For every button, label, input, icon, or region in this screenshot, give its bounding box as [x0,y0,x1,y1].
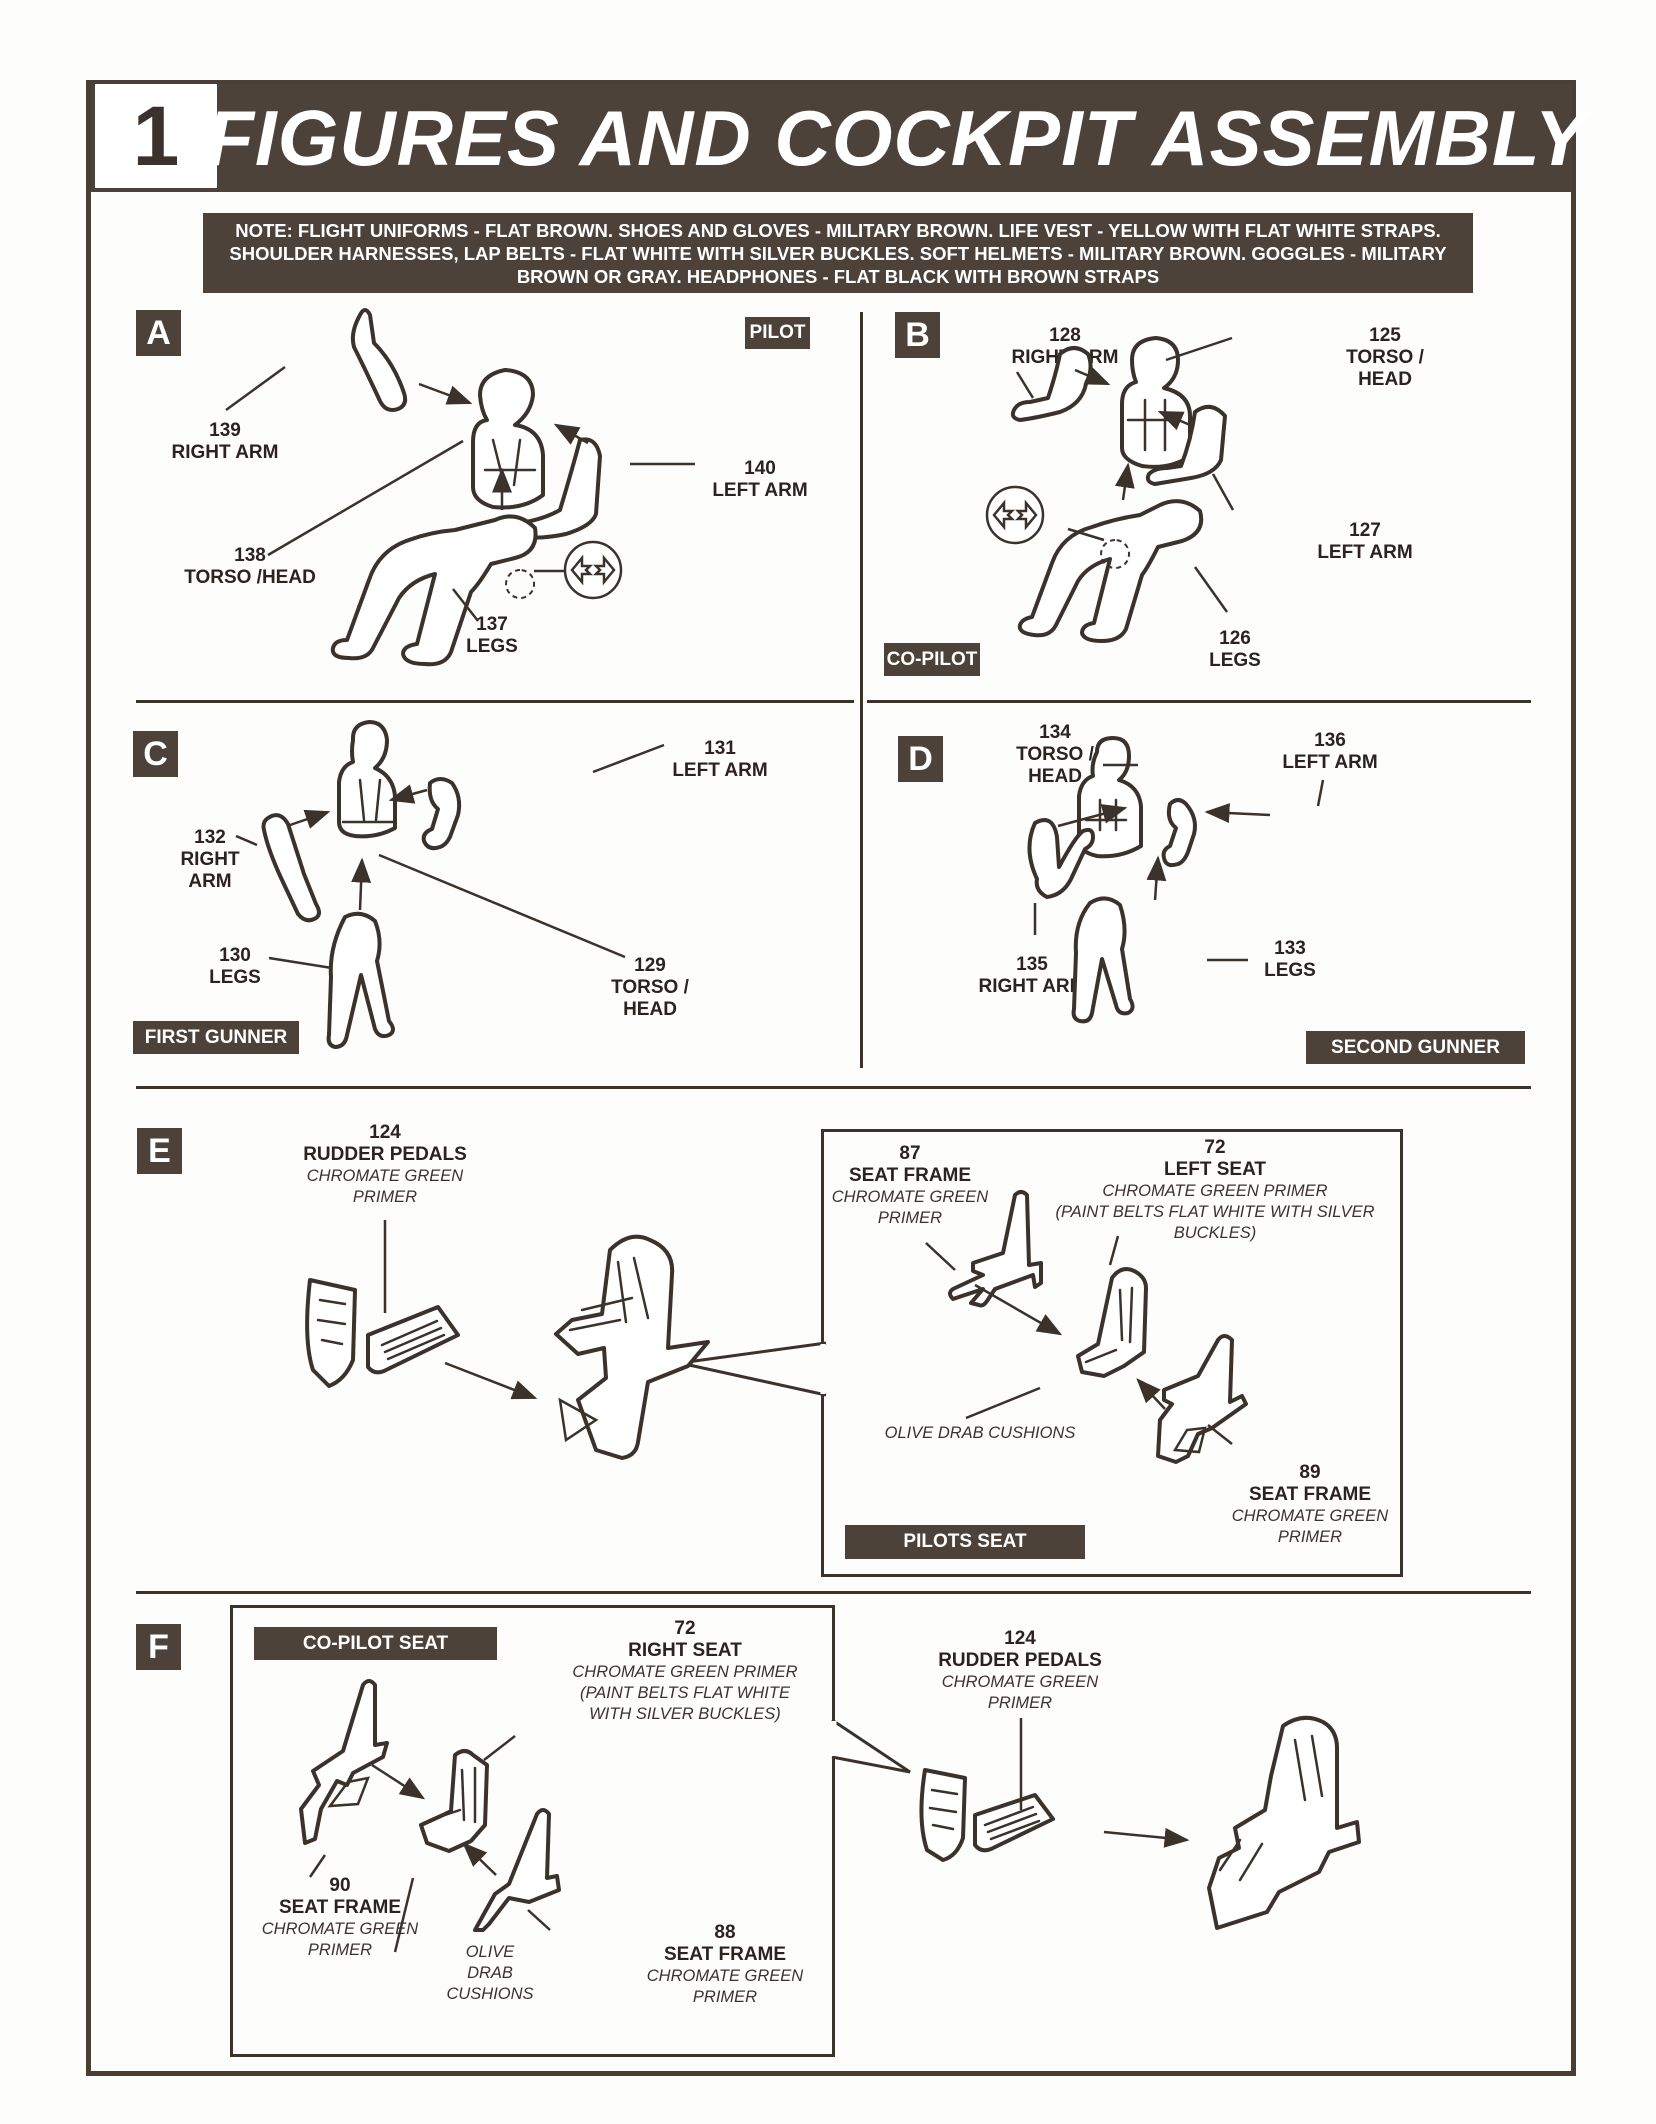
divider-ab-cd-right [867,700,1531,703]
step-number: 1 [95,84,217,188]
divider-vertical [860,312,863,1068]
divider-ab-cd-left [136,700,854,703]
pilots-seat-tag: PILOTS SEAT [845,1525,1085,1559]
panel-c-tag: FIRST GUNNER [133,1021,299,1054]
panel-b-tag: CO-PILOT [884,643,980,676]
panel-a-letter: A [136,310,181,356]
divider-e-f [136,1591,1531,1594]
divider-cd-e [136,1086,1531,1089]
olive-drab-cushions-label-e: OLIVE DRAB CUSHIONS [884,1424,1076,1442]
panel-d-tag: SECOND GUNNER [1306,1031,1525,1064]
panel-f-letter: F [136,1624,181,1670]
paint-note: NOTE: FLIGHT UNIFORMS - FLAT BROWN. SHOE… [203,213,1473,293]
panel-c-letter: C [133,731,178,777]
copilot-seat-tag: CO-PILOT SEAT [254,1627,497,1660]
panel-e-letter: E [137,1128,182,1174]
panel-a-tag: PILOT [745,317,810,349]
page-title: FIGURES AND COCKPIT ASSEMBLY [206,93,1588,182]
panel-b-letter: B [895,312,940,358]
step-frame [86,80,1576,2076]
step-header [91,84,1572,192]
panel-d-letter: D [898,736,943,782]
